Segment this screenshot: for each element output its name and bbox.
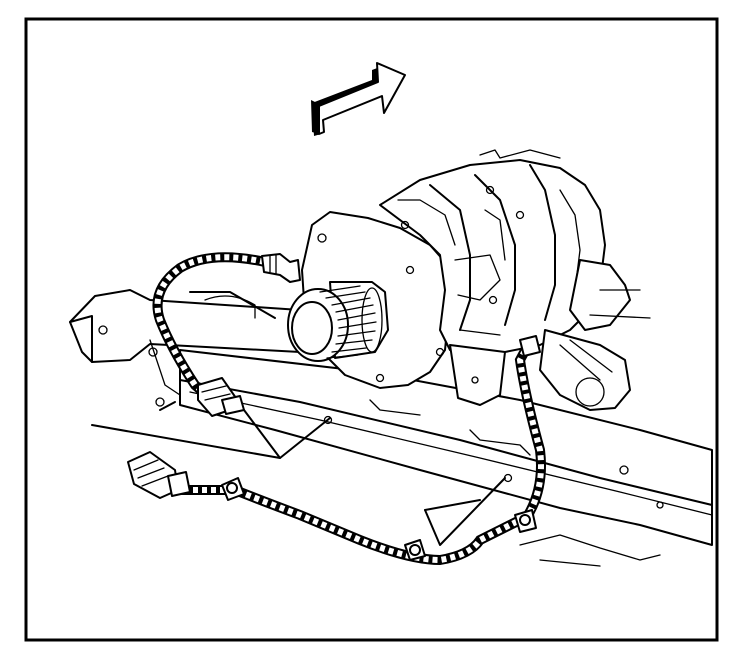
input-shaft <box>287 281 389 362</box>
harness-connector-lower <box>127 451 191 499</box>
vehicle-frame-rail <box>69 289 713 567</box>
direction-arrow-icon <box>311 62 406 136</box>
callout-leaders <box>91 401 506 546</box>
wiring-harness <box>152 252 546 566</box>
harness-connector-upper <box>197 377 245 417</box>
